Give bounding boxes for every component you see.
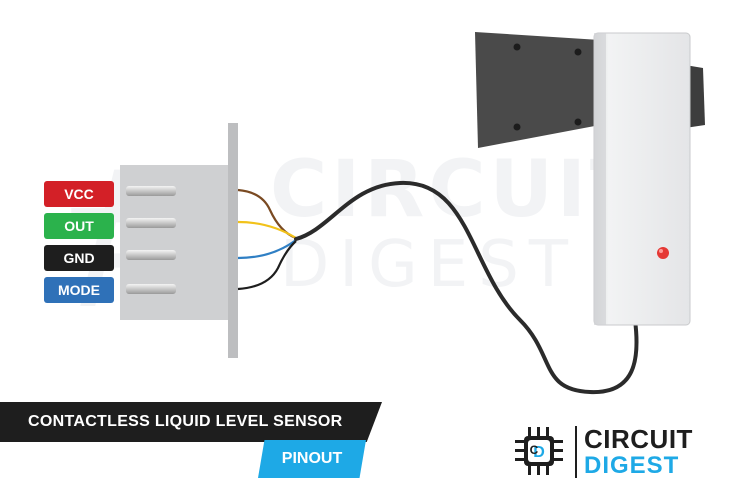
- status-led-highlight: [659, 249, 663, 253]
- pin-label-gnd: GND: [44, 245, 114, 271]
- logo-separator: [575, 426, 577, 478]
- bracket-screw: [574, 118, 582, 126]
- wire-gnd: [237, 239, 297, 260]
- title-banner: [0, 402, 382, 442]
- pin-mode: [126, 284, 176, 294]
- connector-flange: [228, 123, 238, 358]
- wire-mode: [237, 240, 297, 291]
- sensor-body-edge: [594, 33, 606, 325]
- mounting-bracket: [475, 32, 600, 148]
- wire-vcc: [237, 188, 297, 240]
- pin-out: [126, 218, 176, 228]
- sensor-cable: [294, 180, 639, 395]
- pin-vcc: [126, 186, 176, 196]
- title-text: CONTACTLESS LIQUID LEVEL SENSOR: [28, 413, 343, 430]
- pin-gnd: [126, 250, 176, 260]
- pin-label-out: OUT: [44, 213, 114, 239]
- subtitle-banner: [258, 440, 366, 478]
- sensor-body: [593, 32, 691, 326]
- chip-logo-icon: D C: [515, 427, 563, 475]
- bracket-screw: [574, 48, 582, 56]
- bracket-screw: [513, 43, 521, 51]
- wire-out: [237, 220, 297, 239]
- pin-label-mode: MODE: [44, 277, 114, 303]
- svg-text:C: C: [530, 443, 539, 457]
- pin-label-vcc: VCC: [44, 181, 114, 207]
- watermark-line2: DIGEST: [280, 228, 578, 302]
- svg-text:D: D: [533, 444, 545, 461]
- watermark-line1: CIRCUIT: [270, 145, 648, 235]
- logo-line1: CIRCUIT: [584, 424, 693, 454]
- status-led: [657, 247, 669, 259]
- subtitle-text: PINOUT: [281, 450, 343, 467]
- logo-line2: DIGEST: [584, 452, 680, 479]
- bracket-screw: [513, 123, 521, 131]
